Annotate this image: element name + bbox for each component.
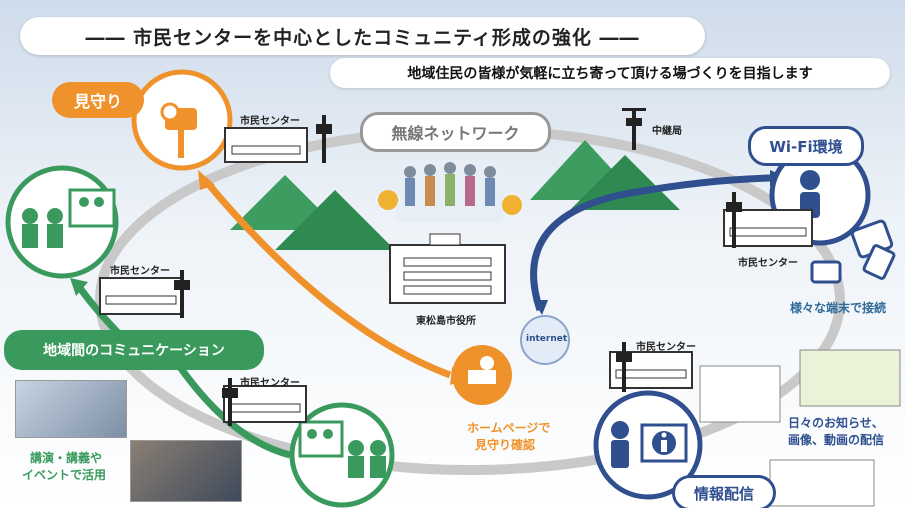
- community-note-line1: 講演・講義や: [30, 451, 103, 465]
- lecture-photo-2: [130, 440, 242, 502]
- arrow-watch-homepage: [202, 177, 452, 379]
- mountains-right: [530, 140, 680, 210]
- wifi-label: Wi-Fi環境: [748, 126, 864, 166]
- network-label: 無線ネットワーク: [360, 112, 551, 152]
- internet-globe: [520, 315, 570, 365]
- relay-antenna: [622, 108, 646, 150]
- info-note-line1: 日々のお知らせ、: [788, 416, 884, 430]
- city-hall-building: [389, 233, 506, 304]
- page-title: ―― 市民センターを中心としたコミュニティ形成の強化 ――: [20, 17, 705, 55]
- lecture-photo-1: [15, 380, 127, 438]
- center-label-bottom-right: 市民センター: [636, 342, 696, 353]
- residents-crowd: [378, 160, 522, 222]
- homepage-note-line2: 見守り確認: [475, 438, 536, 452]
- relay-label: 中継局: [652, 126, 682, 137]
- page-subtitle: 地域住民の皆様が気軽に立ち寄って頂ける場づくりを目指します: [330, 58, 890, 88]
- watch-label: 見守り: [52, 82, 144, 118]
- community-note-line2: イベントで活用: [22, 468, 107, 482]
- internet-label: internet: [526, 334, 568, 344]
- center-label-right: 市民センター: [738, 258, 798, 269]
- center-building-top: [224, 115, 332, 163]
- city-hall-label: 東松島市役所: [416, 316, 476, 327]
- center-building-right: [723, 192, 813, 248]
- homepage-note-line1: ホームページで: [467, 421, 551, 435]
- info-screen-left: [699, 365, 781, 423]
- info-label: 情報配信: [672, 475, 776, 508]
- info-note-line2: 画像、動画の配信: [788, 433, 885, 447]
- info-document: [769, 459, 875, 507]
- arrow-internet-wifi: [530, 174, 771, 312]
- center-label-top: 市民センター: [240, 116, 300, 127]
- center-building-left: [99, 270, 190, 318]
- community-label: 地域間のコミュニケーション: [4, 330, 264, 370]
- info-screen-right: [799, 349, 901, 407]
- wifi-device-note: 様々な端末で接続: [790, 301, 887, 315]
- center-building-bottom-right: [609, 342, 693, 392]
- mountains-left: [230, 175, 395, 250]
- center-label-left: 市民センター: [110, 266, 170, 277]
- center-building-bottom-left: [222, 378, 307, 426]
- center-label-bottom-left: 市民センター: [240, 378, 300, 389]
